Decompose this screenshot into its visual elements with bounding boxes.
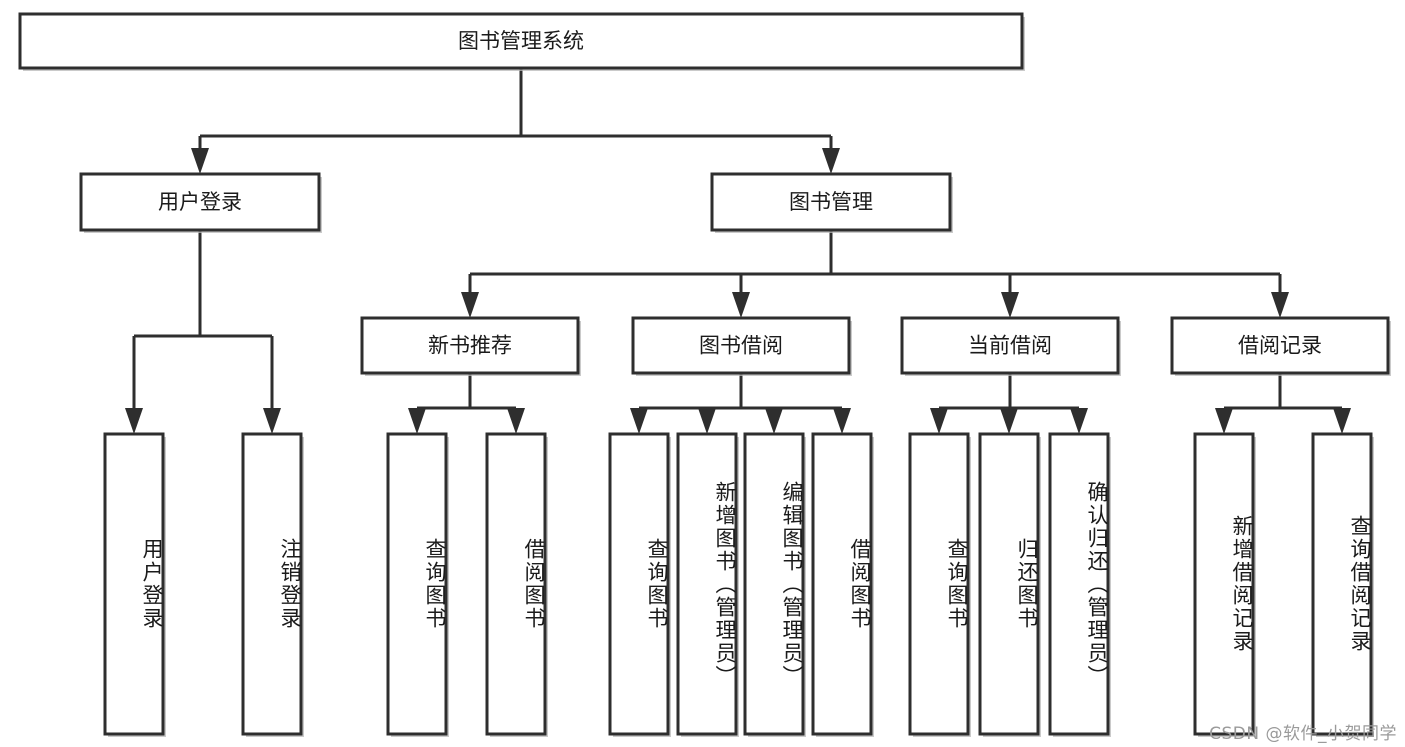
node-box-leaf-logout[interactable] <box>241 432 303 736</box>
node-box-root[interactable] <box>18 12 1024 70</box>
node-box-user-login[interactable] <box>79 172 321 232</box>
arrow-head-icon <box>1070 408 1088 434</box>
arrow-head-icon <box>408 408 426 434</box>
arrow-head-icon <box>507 408 525 434</box>
watermark: CSDN @软件_小贺同学 <box>1209 724 1397 744</box>
node-box-leaf-add-record[interactable] <box>1193 432 1255 736</box>
node-box-book-manage[interactable] <box>710 172 952 232</box>
arrow-head-icon <box>1000 408 1018 434</box>
node-box-borrow-record[interactable] <box>1170 316 1390 375</box>
node-label-new-book-rec: 新书推荐 <box>428 334 512 358</box>
connector-layer <box>125 68 1351 434</box>
arrow-head-icon <box>191 148 209 174</box>
node-box-leaf-confirm-return[interactable] <box>1048 432 1110 736</box>
arrow-head-icon <box>125 408 143 434</box>
node-box-book-borrow[interactable] <box>631 316 851 375</box>
node-box-leaf-borrow-book-2[interactable] <box>811 432 873 736</box>
arrow-head-icon <box>1001 292 1019 318</box>
node-box-leaf-edit-book[interactable] <box>743 432 805 736</box>
node-box-leaf-borrow-book-1[interactable] <box>485 432 547 736</box>
arrow-head-icon <box>822 148 840 174</box>
node-label-user-login: 用户登录 <box>158 190 242 214</box>
node-label-book-manage: 图书管理 <box>789 190 873 214</box>
node-box-leaf-query-book-2[interactable] <box>608 432 670 736</box>
arrow-head-icon <box>930 408 948 434</box>
node-box-leaf-query-record[interactable] <box>1311 432 1373 736</box>
arrow-head-icon <box>732 292 750 318</box>
node-label-borrow-record: 借阅记录 <box>1238 334 1322 358</box>
node-label-book-borrow: 图书借阅 <box>699 334 783 358</box>
node-label-root: 图书管理系统 <box>458 29 584 53</box>
node-box-leaf-add-book[interactable] <box>676 432 738 736</box>
node-box-leaf-query-book-1[interactable] <box>386 432 448 736</box>
arrow-head-icon <box>630 408 648 434</box>
node-label-current-borrow: 当前借阅 <box>968 334 1052 358</box>
node-box-leaf-return-book[interactable] <box>978 432 1040 736</box>
node-box-current-borrow[interactable] <box>900 316 1120 375</box>
node-box-leaf-query-book-3[interactable] <box>908 432 970 736</box>
arrow-head-icon <box>833 408 851 434</box>
node-box-new-book-rec[interactable] <box>360 316 580 375</box>
arrow-head-icon <box>461 292 479 318</box>
arrow-head-icon <box>1271 292 1289 318</box>
arrow-head-icon <box>1215 408 1233 434</box>
arrow-head-icon <box>1333 408 1351 434</box>
arrow-head-icon <box>263 408 281 434</box>
node-box-leaf-user-login[interactable] <box>103 432 165 736</box>
box-layer <box>18 12 1391 737</box>
arrow-head-icon <box>765 408 783 434</box>
arrow-head-icon <box>698 408 716 434</box>
